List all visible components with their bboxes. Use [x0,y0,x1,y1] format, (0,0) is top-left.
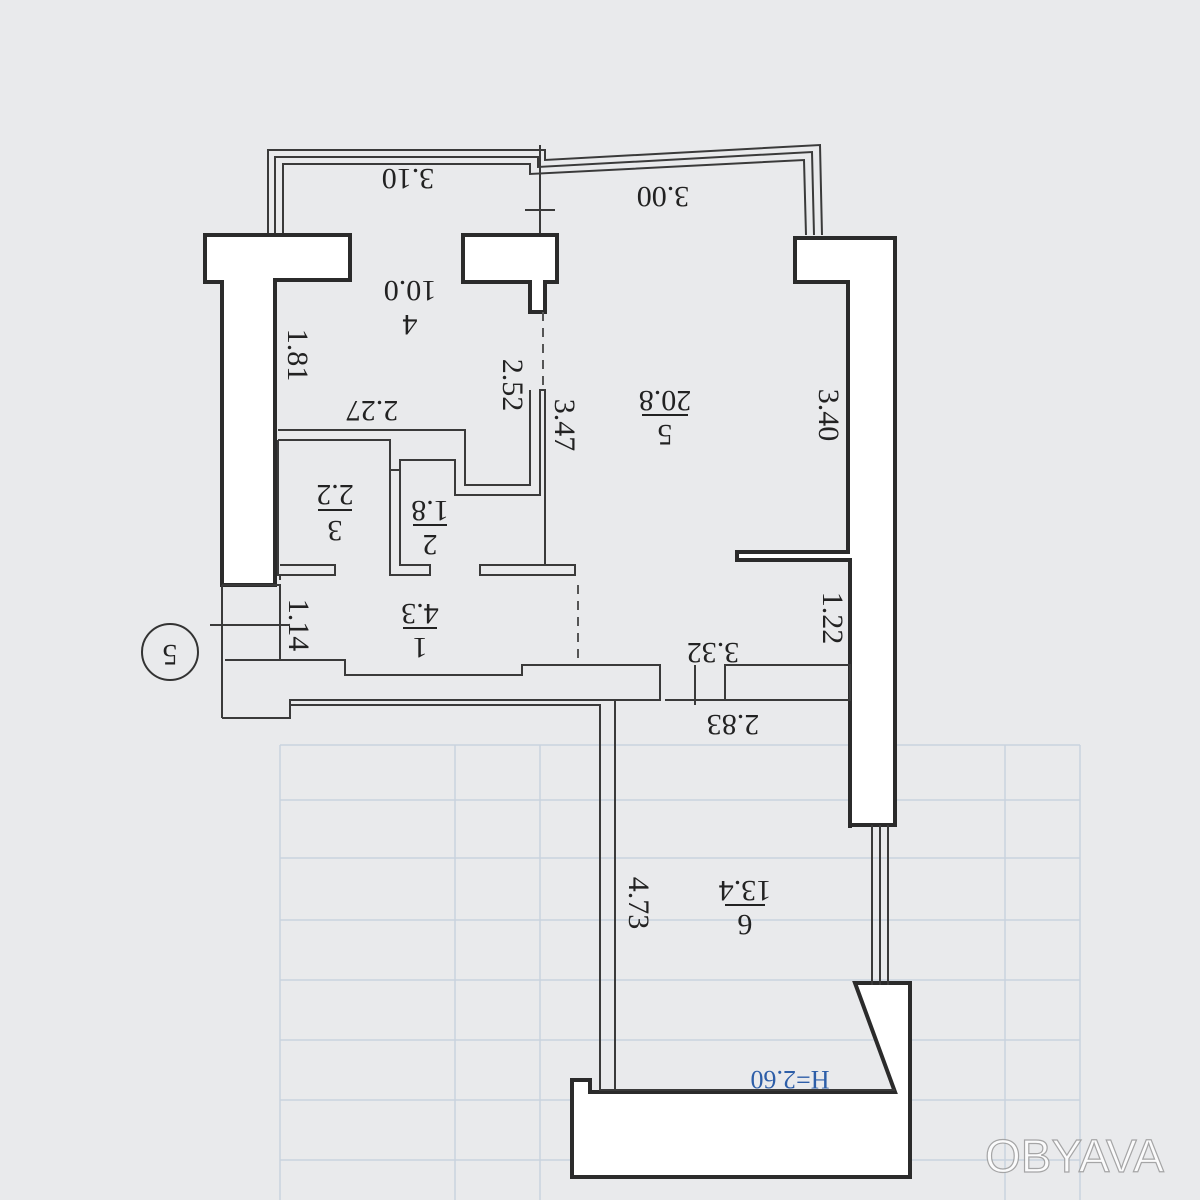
dim-hall-bottom: 3.32 [687,636,740,669]
room-number: 3 [328,514,343,547]
watermark-logo: OBYAVA [985,1130,1164,1182]
axis-marker-label: 5 [163,638,178,671]
room-area: 20.8 [639,384,692,417]
axis-marker-circle [141,623,199,681]
room-label-1: 1 4.3 [401,597,439,664]
room-label-3: 3 2.2 [316,478,354,547]
room-area: 10.0 [384,274,437,307]
room-number: 2 [423,528,438,561]
dim-room6-left: 4.73 [622,877,655,930]
room-area: 1.8 [411,494,449,527]
room-label-2: 2 1.8 [411,494,449,561]
dim-room5-right: 3.40 [812,389,845,442]
room-number: 1 [413,631,428,664]
walls [203,233,912,1179]
dim-balcony-right: 3.00 [637,180,690,213]
room-area: 4.3 [401,597,439,630]
dim-room6-top: 2.83 [707,708,760,741]
room-number: 5 [658,418,673,451]
room-label-6: 6 13.4 [719,874,772,941]
balcony-frame [267,143,823,236]
ceiling-height-label: H=2.60 [751,1065,830,1094]
room-label-4: 4 10.0 [384,274,437,341]
dim-room5-left: 3.47 [548,399,581,452]
dim-line-hall-bottom [665,665,735,705]
room-area: 2.2 [316,478,354,511]
room-area: 13.4 [719,874,772,907]
room-number: 6 [738,908,753,941]
dim-room4-bottom: 2.27 [346,394,399,427]
dim-room4-left: 1.81 [281,329,314,382]
dim-room4-right: 2.52 [496,359,529,412]
room-number: 4 [403,308,418,341]
dim-hall-right: 1.22 [816,592,849,645]
room-label-5: 5 20.8 [639,384,692,451]
dim-balcony-left: 3.10 [382,162,435,195]
